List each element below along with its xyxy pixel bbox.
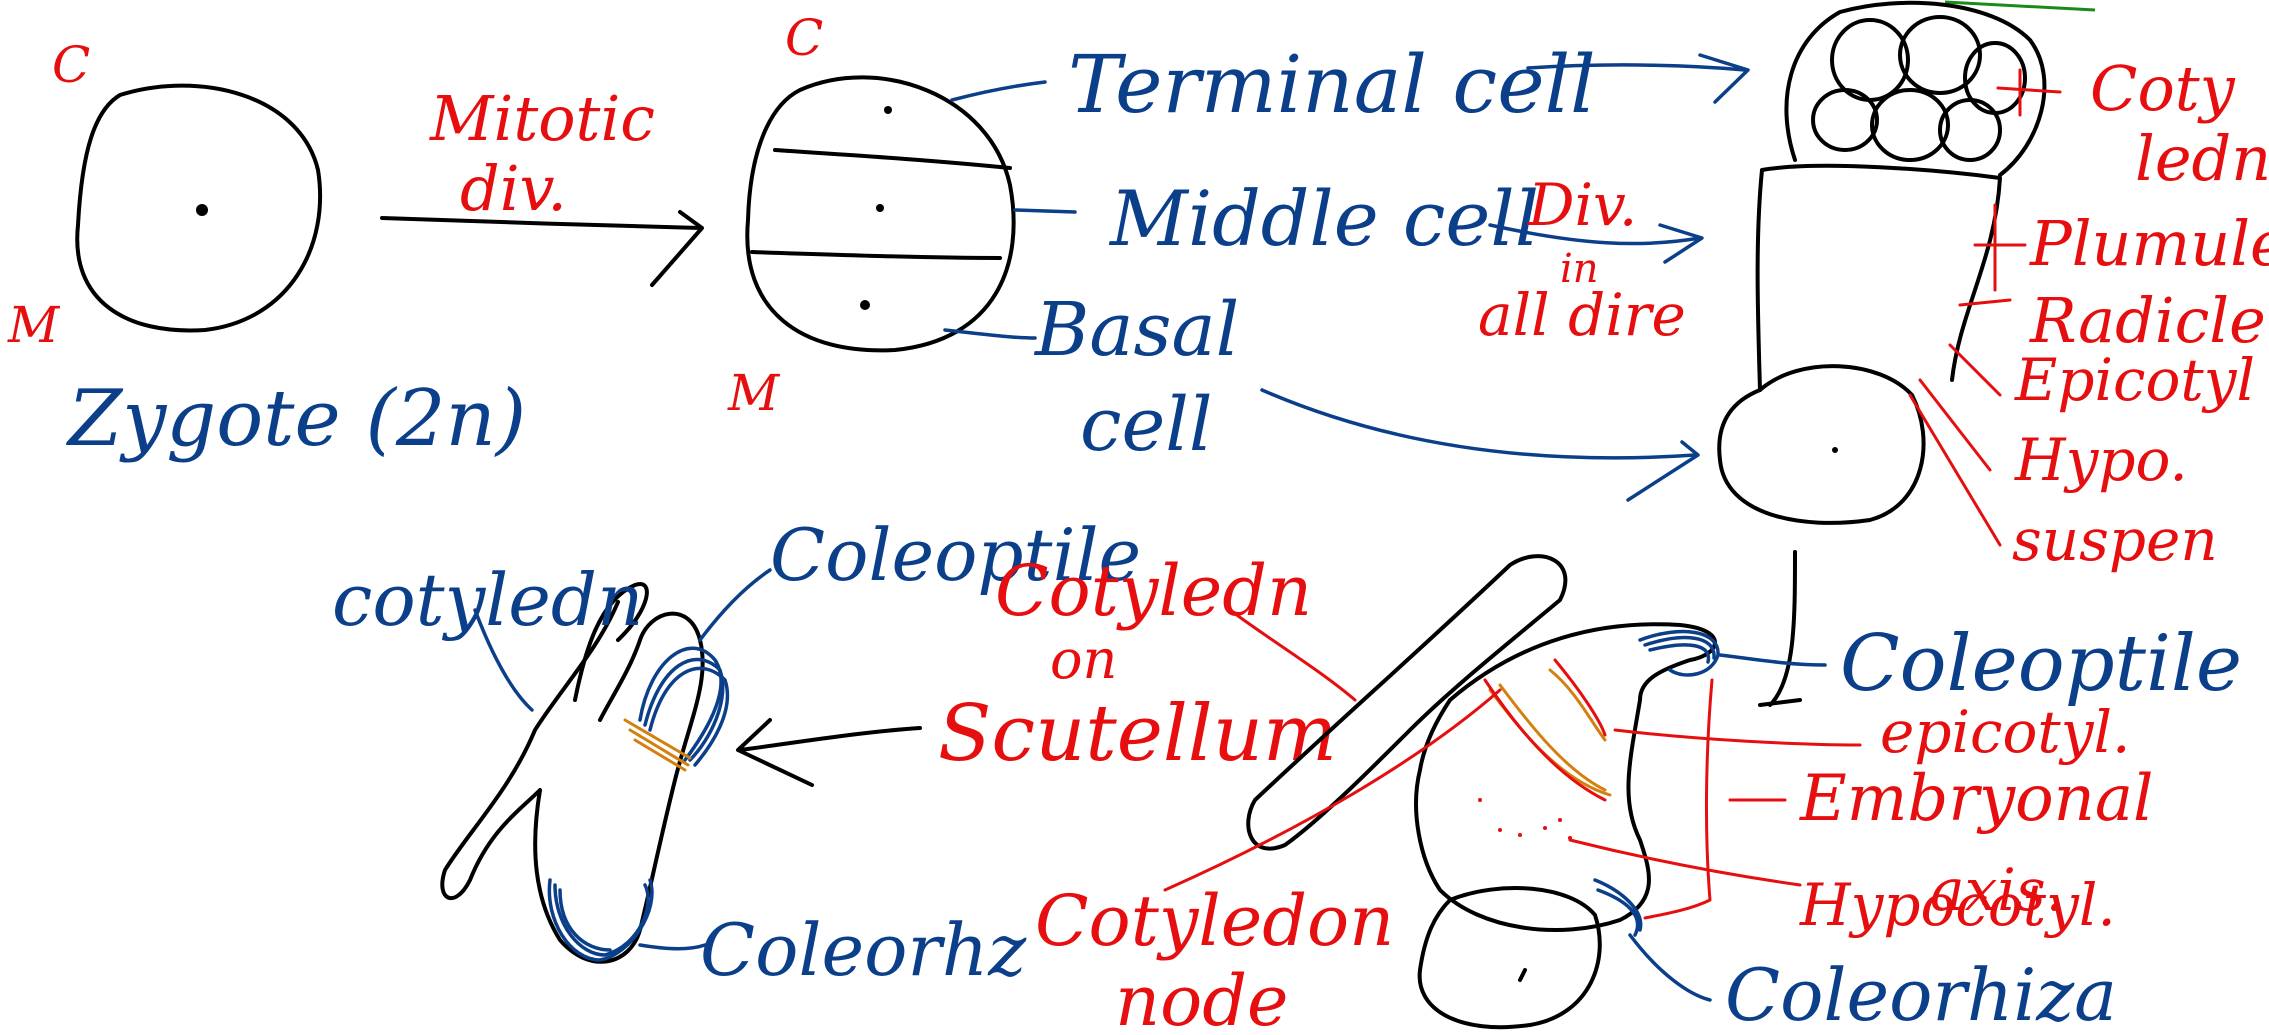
three-cell-stage: C M Terminal cell Middle cell Basal cell	[727, 9, 1596, 468]
monocot-axis-dots	[1478, 798, 1572, 840]
scutellum-note: Cotyledn on Scutellum	[938, 550, 1355, 779]
zygote-name: Zygote (2n)	[65, 374, 526, 464]
monocot-node-label-line1: Cotyledon	[1035, 880, 1394, 962]
monocot-epicotyl-label: epicotyl.	[1880, 698, 2130, 766]
zygote-nucleus	[196, 204, 208, 216]
proembryo-cotyledon-line2: ledn	[2135, 122, 2269, 195]
scutellum-arrow	[740, 728, 920, 750]
scutellum-note-line2: on	[1050, 628, 1117, 691]
proembryo: Coty ledn Plumule Radicle Epicotyl Hypo.…	[1719, 2, 2269, 705]
scutellum-note-line1: Cotyledn	[995, 550, 1312, 632]
monocot-root-outline	[1420, 888, 1600, 1027]
three-cell-wall-upper	[775, 150, 1010, 168]
mature-coleorhiza-pointer	[640, 945, 705, 949]
three-cell-label-m: M	[727, 364, 781, 422]
radicle-pointer	[1960, 300, 2010, 305]
basal-cell-pointer	[945, 330, 1035, 338]
mitotic-division: Mitotic div.	[382, 82, 702, 285]
terminal-cell-label: Terminal cell	[1068, 38, 1596, 131]
monocot-root-dot	[1520, 970, 1525, 980]
cotyledon-cells	[1813, 17, 2025, 160]
monocot-epicotyl-pointer	[1615, 730, 1860, 745]
epicotyl-pointer	[1950, 345, 2000, 395]
embryo-body-outline	[1758, 166, 2000, 390]
terminal-to-cotyledon-arrowhead	[1700, 55, 1748, 102]
mature-cotyledon-label: cotyledn	[332, 558, 643, 642]
mitotic-arrowhead	[652, 212, 702, 285]
monocot-hypocotyl-pointer	[1570, 840, 1800, 885]
monocot-node-label-line2: node	[1115, 960, 1288, 1035]
terminal-cell-nucleus	[884, 106, 892, 114]
basal-cell-label-line1: Basal	[1033, 287, 1239, 373]
monocot-scutellum-band	[1485, 660, 1610, 800]
all-dir-line3: all dire	[1478, 281, 1686, 349]
mature-embryo-outline	[442, 602, 702, 962]
monocot-embryonal-label: Embryonal	[1799, 762, 2154, 836]
basal-to-suspensor-arrow	[1262, 390, 1695, 458]
middle-cell-pointer	[1015, 210, 1075, 212]
mitotic-label-line1: Mitotic	[429, 82, 655, 155]
plumule-label: Plumule	[2029, 207, 2269, 280]
basal-region-nucleus	[1832, 447, 1838, 453]
mitotic-label-line2: div.	[460, 152, 567, 225]
terminal-cell-pointer	[952, 82, 1045, 100]
hypo-label: Hypo.	[2014, 426, 2188, 494]
monocot-hypocotyl-label: Hypocotyl.	[1799, 871, 2116, 939]
monocot-coleorhiza-pointer	[1630, 935, 1710, 1000]
suspensor-line	[1760, 552, 1800, 705]
basal-cell-nucleus	[860, 300, 870, 310]
mature-coleorhiza-label: Coleorhz	[700, 908, 1027, 992]
suspen-label: suspen	[2012, 506, 2218, 574]
epicotyl-label: Epicotyl	[2014, 346, 2255, 414]
monocot-coleorhiza-label: Coleorhiza	[1725, 953, 2117, 1035]
monocot-coleoptile-loops	[1640, 632, 1718, 675]
zygote-label-c: C	[52, 36, 90, 94]
plumule-pointer	[1975, 205, 2025, 290]
hypo-pointer	[1920, 380, 1990, 470]
monocot-coleoptile-pointer	[1720, 655, 1825, 665]
monocot-axis-bracket	[1645, 680, 1712, 918]
three-cell-outline	[747, 77, 1013, 350]
basal-to-suspensor-arrowhead	[1628, 442, 1698, 500]
mature-coleoptile-pointer	[700, 570, 770, 640]
all-dir-line1: Div.	[1527, 171, 1637, 239]
zygote-label-m: M	[7, 296, 61, 354]
basal-region-outline	[1719, 366, 1923, 523]
scutellum-arrowhead	[738, 720, 812, 785]
mature-coleorhiza-loops	[549, 880, 652, 960]
middle-cell-nucleus	[876, 204, 884, 212]
three-cell-wall-lower	[752, 252, 1000, 258]
scutellum-note-line3: Scutellum	[938, 689, 1337, 779]
suspensor-pointer	[1910, 395, 2000, 545]
monocot-coleoptile-label: Coleoptile	[1840, 619, 2242, 709]
middle-cell-label: Middle cell	[1108, 174, 1539, 263]
basal-cell-label-line2: cell	[1080, 382, 1213, 468]
proembryo-cotyledon-line1: Coty	[2090, 52, 2236, 125]
three-cell-label-c: C	[785, 9, 823, 67]
